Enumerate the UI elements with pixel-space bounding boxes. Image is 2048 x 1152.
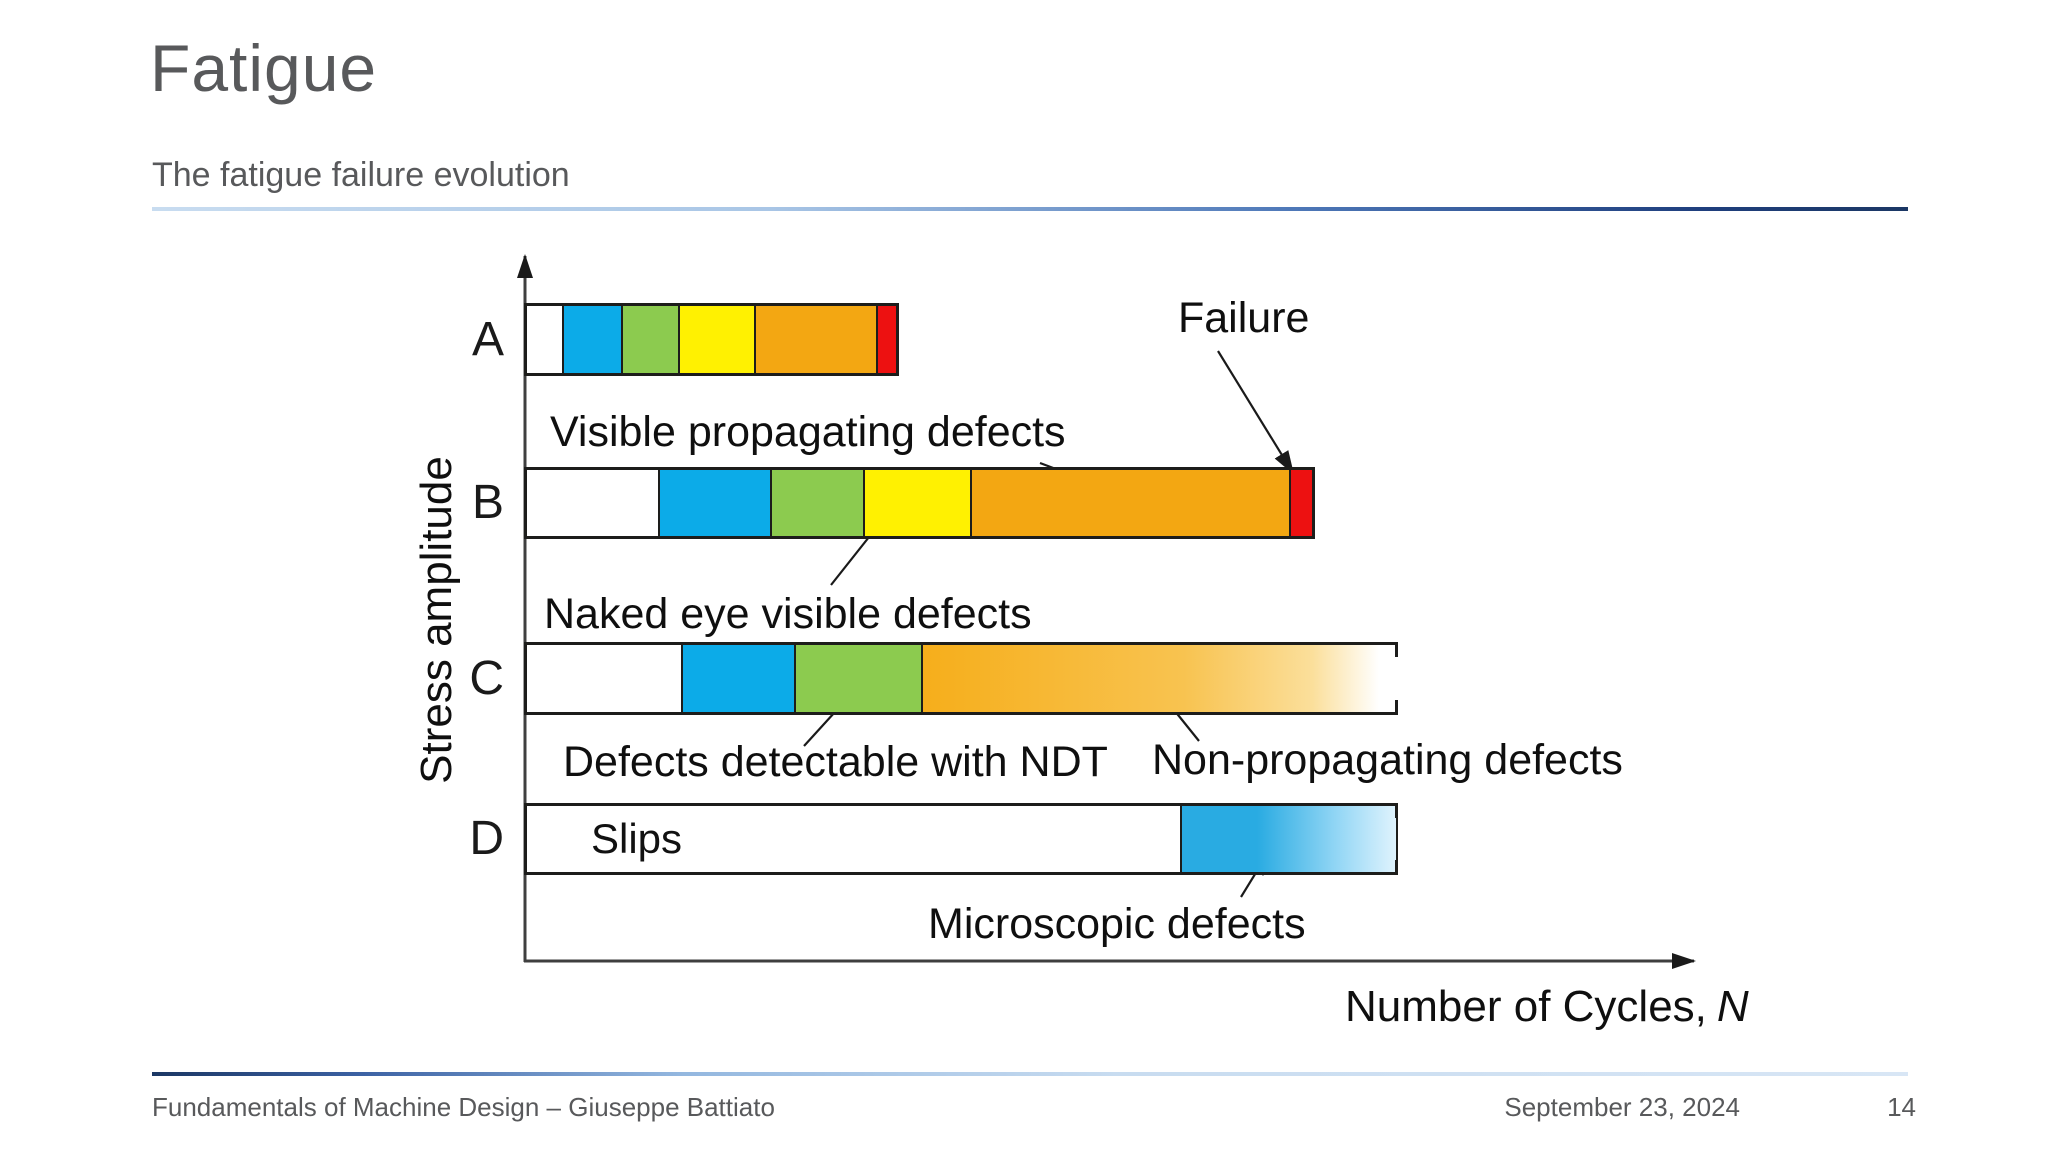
bar-A-segment-yellow — [680, 306, 757, 373]
annotation-arrow-failure — [1217, 350, 1295, 475]
bar-C-segment-green — [796, 645, 923, 712]
annotation-non-propagating-defects: Non-propagating defects — [1152, 736, 1623, 784]
bar-label-B: B — [471, 476, 504, 529]
bar-D-segment-white — [527, 806, 1182, 872]
bar-label-C: C — [469, 652, 504, 705]
bar-A-segment-green — [622, 306, 681, 373]
annotation-defects-detectable-with-ndt: Defects detectable with NDT — [563, 738, 1108, 786]
annotation-naked-eye-visible-defects: Naked eye visible defects — [544, 590, 1032, 638]
bar-B-segment-green — [772, 470, 866, 536]
bar-C — [524, 642, 1398, 715]
bar-A — [524, 303, 899, 376]
bar-A-segment-blue — [564, 306, 623, 373]
header-rule — [152, 207, 1908, 211]
bar-B-segment-yellow — [865, 470, 972, 536]
footer-date: September 23, 2024 — [1504, 1092, 1740, 1122]
bar-C-segment-blue — [683, 645, 797, 712]
footer-page-number: 14 — [1887, 1092, 1916, 1122]
bar-B-segment-red — [1291, 470, 1313, 536]
x-axis-label: Number of Cycles,N — [1345, 982, 1749, 1032]
page-subtitle: The fatigue failure evolution — [152, 156, 570, 194]
x-axis-label-n: N — [1716, 982, 1749, 1031]
bar-D-inner-label: Slips — [591, 815, 683, 862]
bar-label-A: A — [471, 313, 504, 366]
bar-A-segment-red — [877, 306, 897, 373]
bar-B-segment-white — [527, 470, 661, 536]
footer-course: Fundamentals of Machine Design – Giusepp… — [152, 1092, 775, 1122]
footer-rule — [152, 1072, 1908, 1076]
page-title: Fatigue — [150, 31, 378, 105]
bar-B-segment-blue — [660, 470, 773, 536]
bar-D-segment-blue_fade — [1181, 806, 1398, 872]
bar-A-segment-white — [527, 306, 565, 373]
bar-C-segment-white — [527, 645, 684, 712]
bar-C-segment-orange_fade — [922, 645, 1398, 712]
bar-B-segment-orange — [971, 470, 1292, 536]
bar-B — [524, 467, 1315, 539]
bar-A-segment-orange — [756, 306, 878, 373]
annotation-microscopic-defects: Microscopic defects — [928, 900, 1306, 948]
annotation-visible-propagating-defects: Visible propagating defects — [550, 408, 1066, 456]
annotation-failure: Failure — [1178, 294, 1310, 342]
bar-D: Slips — [524, 803, 1398, 875]
x-axis-label-text: Number of Cycles, — [1345, 982, 1707, 1031]
bar-label-D: D — [469, 812, 504, 865]
